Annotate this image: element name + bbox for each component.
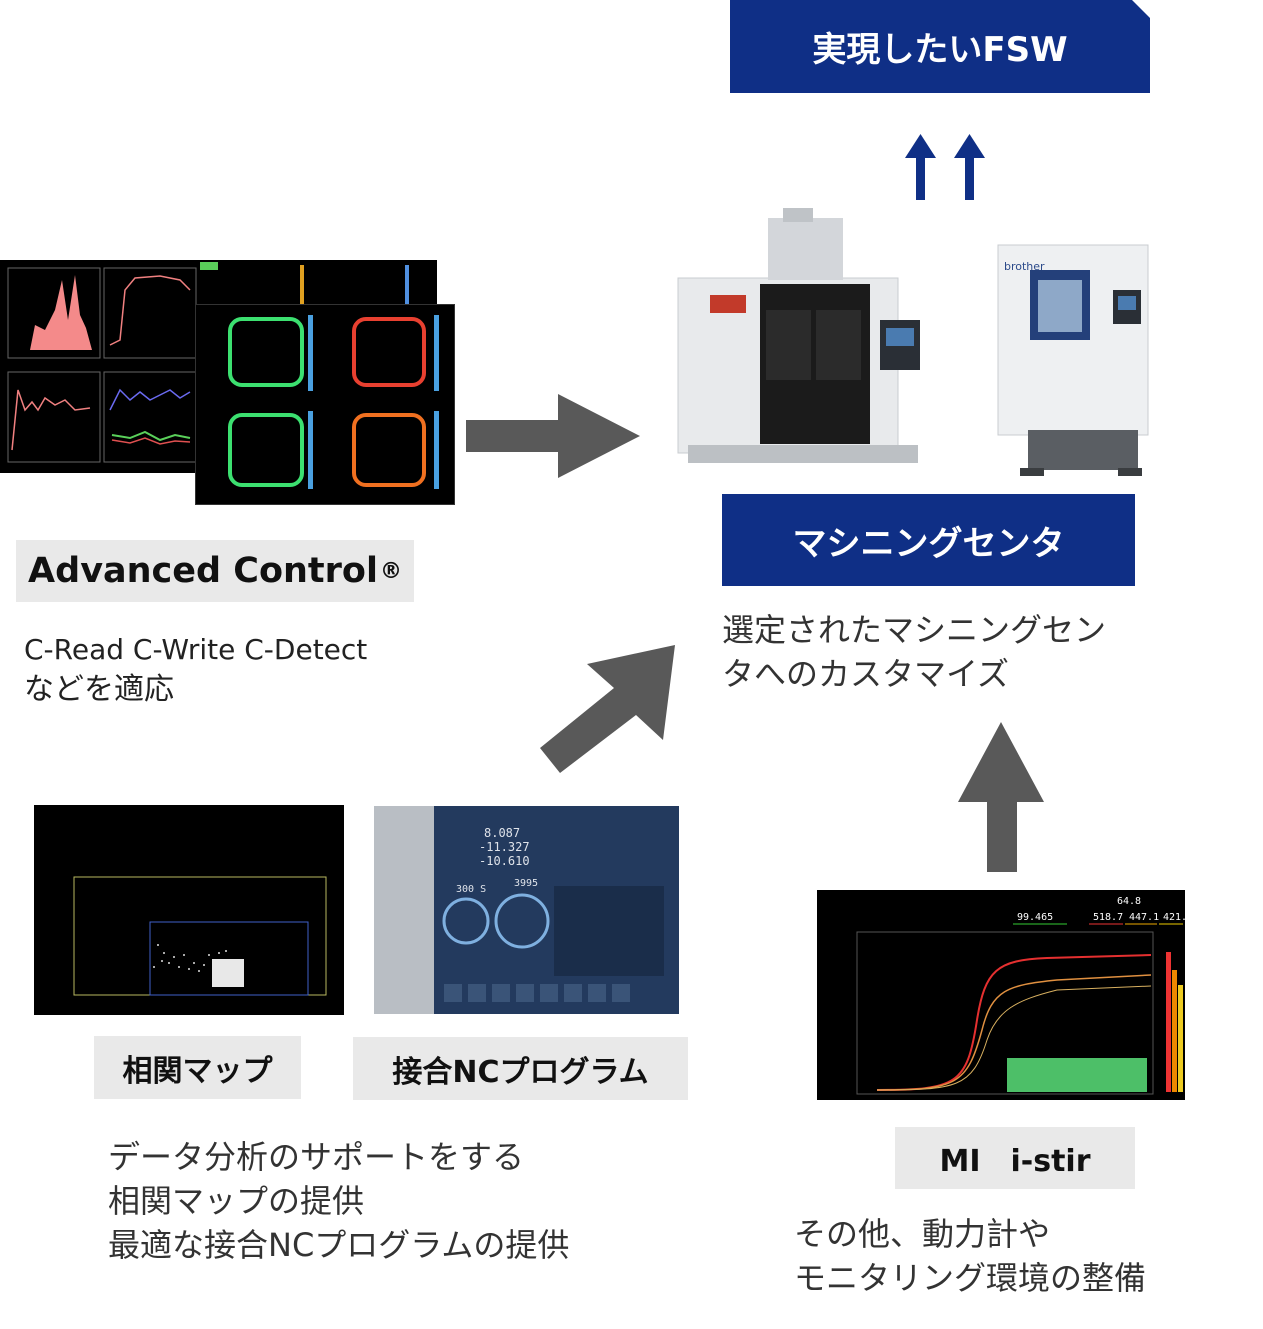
- registered-mark: ®: [379, 558, 402, 584]
- machining-desc-line-2: タへのカスタマイズ: [722, 655, 1010, 693]
- goal-box: 実現したいFSW: [730, 0, 1150, 93]
- bottom-desc: データ分析のサポートをする 相関マップの提供 最適な接合NCプログラムの提供: [108, 1135, 569, 1267]
- nc-value-1: 8.087: [484, 826, 521, 840]
- machining-desc-line-1: 選定されたマシニングセン: [722, 611, 1107, 649]
- i-stir-label: MI i-stir: [895, 1127, 1135, 1189]
- istir-readout-3: 518.7: [1093, 912, 1124, 923]
- arrow-right-gray: [466, 394, 640, 478]
- correlation-map-screenshot: [34, 805, 344, 1015]
- nc-value-3: -10.610: [479, 854, 530, 868]
- arrow-diagonal-gray: [540, 645, 675, 773]
- nc-program-label: 接合NCプログラム: [353, 1037, 688, 1100]
- i-stir-desc-line-1: その他、動力計や: [794, 1215, 1051, 1253]
- bottom-desc-line-1: データ分析のサポートをする: [108, 1138, 525, 1176]
- correlation-map-label: 相関マップ: [94, 1036, 301, 1099]
- advanced-control-screenshot-front: [195, 304, 455, 505]
- i-stir-screenshot: 99.465 64.8 518.7 447.1 421.5: [817, 890, 1185, 1100]
- nc-program-title: 接合NCプログラム: [392, 1054, 649, 1090]
- istir-readout-2: 64.8: [1117, 896, 1142, 907]
- nc-counter-1: 300 S: [456, 884, 487, 895]
- istir-readout-4: 447.1: [1129, 912, 1160, 923]
- goal-title: 実現したいFSW: [812, 30, 1068, 70]
- advanced-control-label: Advanced Control ®: [16, 540, 414, 602]
- machining-center-photo: brother: [648, 200, 1163, 480]
- machining-center-box: マシニングセンタ: [722, 494, 1135, 586]
- istir-readout-1: 99.465: [1017, 912, 1054, 923]
- advanced-desc: C-Read C-Write C-Detect などを適応: [24, 630, 367, 710]
- i-stir-title: MI i-stir: [939, 1144, 1091, 1179]
- i-stir-desc-line-2: モニタリング環境の整備: [794, 1259, 1147, 1297]
- arrow-up-gray: [958, 722, 1044, 872]
- up-arrows-navy: [905, 134, 985, 218]
- advanced-desc-line-2: などを適応: [24, 672, 174, 707]
- brand-logo-text: brother: [1004, 260, 1045, 273]
- bottom-desc-line-2: 相関マップの提供: [108, 1182, 365, 1220]
- advanced-desc-line-1: C-Read C-Write C-Detect: [24, 633, 368, 666]
- correlation-map-title: 相関マップ: [122, 1053, 273, 1089]
- nc-program-screenshot: 8.087 -11.327 -10.610 300 S 3995: [374, 806, 679, 1014]
- machining-desc: 選定されたマシニングセン タへのカスタマイズ: [722, 608, 1106, 696]
- i-stir-desc: その他、動力計や モニタリング環境の整備: [794, 1212, 1146, 1300]
- istir-readout-5: 421.5: [1163, 912, 1185, 923]
- bottom-desc-line-3: 最適な接合NCプログラムの提供: [108, 1226, 570, 1264]
- machines-illustration: brother: [677, 208, 1149, 476]
- machining-center-title: マシニングセンタ: [792, 523, 1065, 564]
- nc-counter-2: 3995: [514, 878, 539, 889]
- advanced-control-title: Advanced Control: [28, 551, 378, 591]
- nc-value-2: -11.327: [479, 840, 530, 854]
